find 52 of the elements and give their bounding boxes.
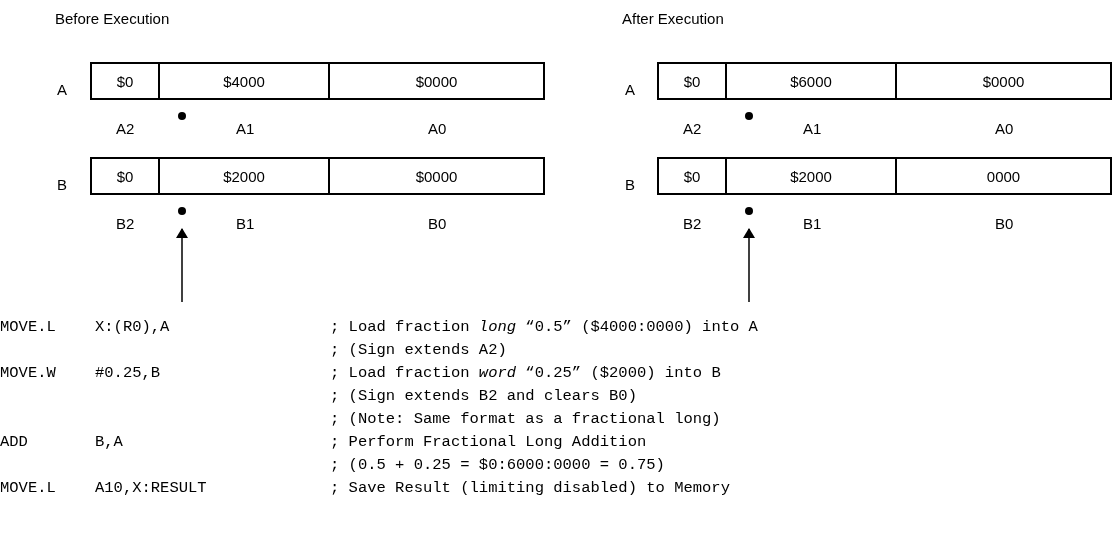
register-name: B bbox=[57, 176, 67, 193]
bit-field-label: B0 bbox=[995, 215, 1014, 232]
register-field: $0 bbox=[657, 62, 727, 100]
binary-point-dot bbox=[745, 207, 753, 215]
code-operand: X:(R0),A bbox=[95, 318, 170, 336]
binary-point-dot bbox=[745, 112, 753, 120]
register-field: $0000 bbox=[897, 62, 1112, 100]
bit-field-label: B0 bbox=[428, 215, 447, 232]
register-field: 0000 bbox=[897, 157, 1112, 195]
code-mnemonic: MOVE.L bbox=[0, 318, 56, 336]
bit-field-label: A2 bbox=[116, 120, 135, 137]
register-name: A bbox=[625, 81, 635, 98]
register-field: $0 bbox=[657, 157, 727, 195]
bit-field-label: A2 bbox=[683, 120, 702, 137]
bit-field-label: A0 bbox=[428, 120, 447, 137]
arrow bbox=[176, 228, 188, 303]
register-field: $4000 bbox=[160, 62, 330, 100]
code-mnemonic: MOVE.W bbox=[0, 364, 56, 382]
code-operand: A10,X:RESULT bbox=[95, 479, 207, 497]
register-name: B bbox=[625, 176, 635, 193]
register-field: $2000 bbox=[727, 157, 897, 195]
bit-field-label: A0 bbox=[995, 120, 1014, 137]
bit-field-label: B2 bbox=[116, 215, 135, 232]
register-field: $0 bbox=[90, 157, 160, 195]
code-mnemonic: ADD bbox=[0, 433, 28, 451]
register-field: $0000 bbox=[330, 157, 545, 195]
bit-field-label: A1 bbox=[803, 120, 822, 137]
register-name: A bbox=[57, 81, 67, 98]
code-operand: #0.25,B bbox=[95, 364, 161, 382]
code-operand: B,A bbox=[95, 433, 123, 451]
bit-field-label: B1 bbox=[236, 215, 255, 232]
bit-field-label: A1 bbox=[236, 120, 255, 137]
code-comment: ; Load fraction word “0.25” ($2000) into B bbox=[330, 364, 721, 382]
code-comment: ; Load fraction long “0.5” ($4000:0000) into A bbox=[330, 318, 758, 336]
code-mnemonic: MOVE.L bbox=[0, 479, 56, 497]
register-field: $0 bbox=[90, 62, 160, 100]
code-comment: ; (Sign extends A2) bbox=[330, 341, 507, 359]
code-comment: ; (0.5 + 0.25 = $0:6000:0000 = 0.75) bbox=[330, 456, 665, 474]
register-field: $0000 bbox=[330, 62, 545, 100]
bit-field-label: B1 bbox=[803, 215, 822, 232]
heading: Before Execution bbox=[55, 10, 170, 27]
heading: After Execution bbox=[622, 10, 724, 27]
binary-point-dot bbox=[178, 207, 186, 215]
binary-point-dot bbox=[178, 112, 186, 120]
register-field: $6000 bbox=[727, 62, 897, 100]
code-comment: ; Save Result (limiting disabled) to Memory bbox=[330, 479, 730, 497]
bit-field-label: B2 bbox=[683, 215, 702, 232]
code-comment: ; Perform Fractional Long Addition bbox=[330, 433, 647, 451]
code-comment: ; (Sign extends B2 and clears B0) bbox=[330, 387, 637, 405]
code-comment: ; (Note: Same format as a fractional long) bbox=[330, 410, 721, 428]
arrow bbox=[743, 228, 755, 303]
register-field: $2000 bbox=[160, 157, 330, 195]
